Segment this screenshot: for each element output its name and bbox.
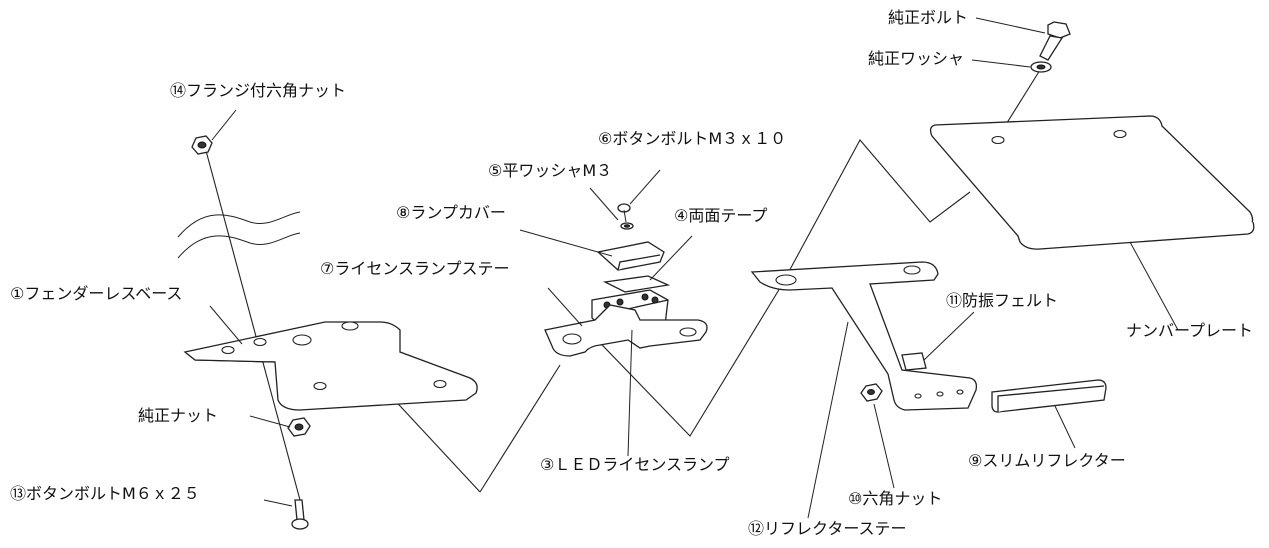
- button-bolt-m3-part: [617, 203, 631, 223]
- label-led-license-lamp: ③ＬＥＤライセンスランプ: [540, 455, 730, 474]
- fenderless-base-part: [183, 321, 478, 411]
- break-line: [177, 211, 301, 259]
- label-genuine-washer: 純正ワッシャ: [868, 49, 965, 68]
- license-lamp-stay-part: [544, 304, 708, 357]
- genuine-bolt-part: [1039, 21, 1071, 61]
- genuine-washer-part: [1030, 61, 1052, 73]
- leader-lines: [209, 17, 1179, 519]
- label-vibration-felt: ⑪防振フェルト: [946, 291, 1059, 310]
- label-slim-reflector: ⑨スリムリフレクター: [968, 451, 1126, 470]
- number-plate-part: [929, 115, 1255, 250]
- label-fenderless-base: ①フェンダーレスベース: [10, 284, 183, 303]
- label-flat-washer-m3: ⑤平ワッシャM３: [488, 161, 613, 180]
- label-genuine-nut: 純正ナット: [138, 406, 219, 425]
- flange-nut-part: [191, 135, 213, 155]
- vibration-felt-part: [901, 352, 927, 371]
- label-double-tape: ④両面テープ: [674, 206, 768, 225]
- assembly-axis-lines: [204, 69, 1041, 501]
- label-license-lamp-stay: ⑦ライセンスランプステー: [320, 259, 510, 278]
- label-reflector-stay: ⑫リフレクターステー: [748, 519, 907, 538]
- label-button-bolt-m3: ⑥ボタンボルトM３ｘ１０: [598, 129, 787, 148]
- label-lamp-cover: ⑧ランプカバー: [396, 203, 506, 222]
- label-hex-nut: ⑩六角ナット: [848, 489, 943, 508]
- label-number-plate: ナンバープレート: [1126, 321, 1254, 340]
- label-genuine-bolt: 純正ボルト: [888, 8, 969, 27]
- flat-washer-m3-part: [620, 222, 634, 230]
- label-button-bolt-m6: ⑬ボタンボルトM６ｘ２５: [10, 484, 200, 503]
- button-bolt-m6-part: [291, 499, 309, 530]
- slim-reflector-part: [991, 379, 1107, 413]
- hex-nut-part: [860, 383, 883, 402]
- label-flange-nut: ⑭フランジ付六角ナット: [170, 81, 347, 100]
- double-tape-part: [602, 275, 671, 293]
- reflector-stay-part: [750, 261, 978, 411]
- lamp-cover-part: [596, 241, 665, 271]
- genuine-nut-part: [287, 417, 311, 437]
